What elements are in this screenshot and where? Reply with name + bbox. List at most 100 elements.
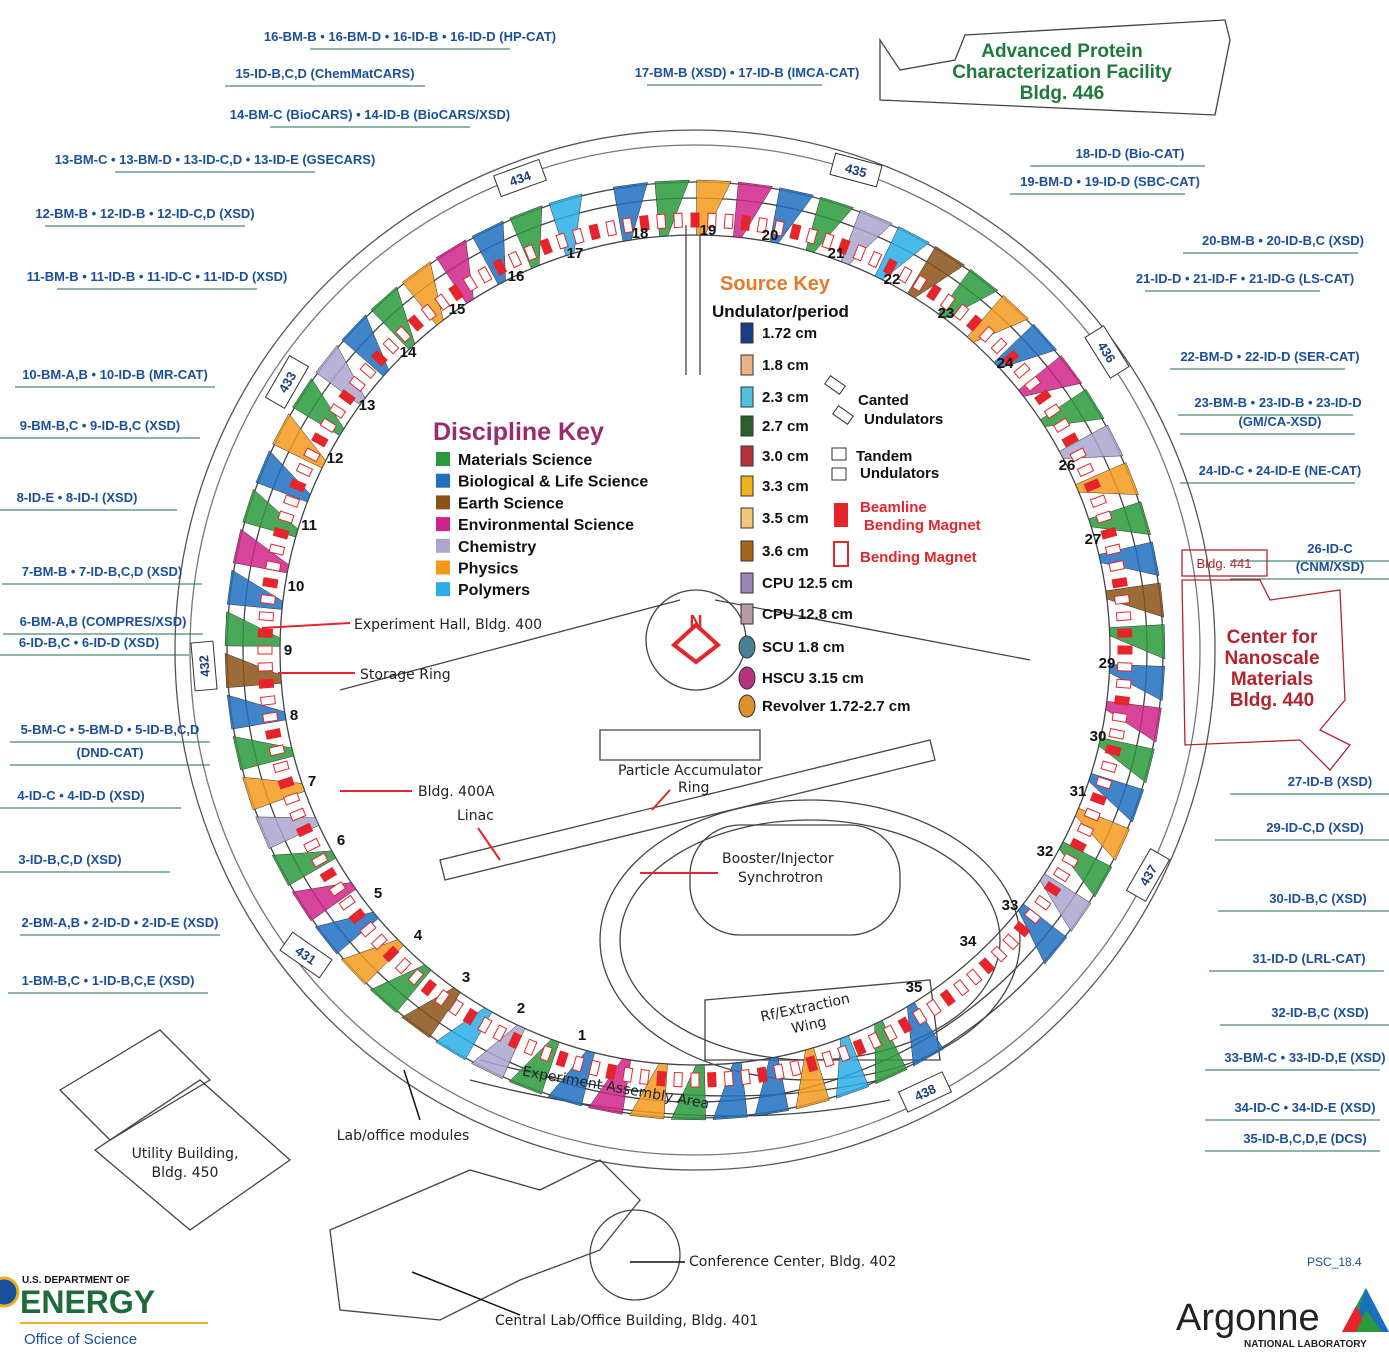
bldg-tag-435: 435 — [843, 160, 868, 180]
sector-number: 29 — [1099, 655, 1116, 672]
sector-number: 18 — [632, 225, 649, 242]
beamline-label-left: 9-BM-B,C • 9-ID-B,C (XSD) — [20, 418, 181, 433]
doe-logo: U.S. DEPARTMENT OF ENERGY Office of Scie… — [0, 1275, 208, 1348]
beamline-label-left: 7-BM-B • 7-ID-B,C,D (XSD) — [22, 564, 183, 579]
source-label: 1.72 cm — [762, 325, 817, 342]
bending-magnet — [1116, 662, 1133, 672]
bending-magnet — [852, 244, 867, 262]
bldg-tag-432: 432 — [196, 654, 213, 677]
sector-number: 13 — [359, 397, 376, 414]
source-swatch — [738, 666, 756, 690]
bending-magnet — [394, 325, 412, 343]
beamline-bending-magnet-icon — [834, 503, 848, 527]
bending-magnet — [319, 866, 338, 883]
bending-magnet — [1069, 837, 1087, 853]
bending-magnet — [756, 1066, 768, 1083]
bending-magnet — [1043, 880, 1062, 897]
source-label: 3.3 cm — [762, 478, 809, 495]
bending-magnet — [492, 258, 508, 276]
beamline-wedge — [1039, 388, 1105, 427]
source-swatch — [740, 445, 754, 467]
sector-number: 23 — [938, 305, 955, 322]
beamline-wedge — [588, 1058, 632, 1115]
bending-magnet — [723, 213, 734, 230]
bending-magnet — [262, 711, 279, 723]
discipline-swatch — [436, 495, 450, 510]
bending-magnet — [673, 212, 683, 229]
beamline-wedge — [1058, 841, 1113, 898]
bending-magnet — [257, 628, 274, 638]
bending-magnet — [852, 1038, 867, 1056]
bending-magnet — [740, 215, 751, 231]
bending-magnet — [257, 645, 273, 655]
bending-magnet — [1076, 462, 1095, 478]
beamline-label-left: 15-ID-B,C,D (ChemMatCARS) — [235, 66, 414, 81]
bending-magnet — [1083, 807, 1101, 822]
sector-number: 8 — [290, 707, 298, 724]
bending-magnet — [1108, 728, 1125, 740]
tandem-label: Tandem — [856, 448, 912, 465]
beamline-label-right: 20-BM-B • 20-ID-B,C (XSD) — [1202, 233, 1364, 248]
beamline-label-left: 16-BM-B • 16-BM-D • 16-ID-B • 16-ID-D (H… — [264, 29, 556, 44]
beamline-wedge — [232, 736, 295, 771]
bending-magnet — [656, 213, 667, 230]
beamline-wedge — [795, 1047, 830, 1110]
bending-magnet — [272, 760, 290, 774]
bending-magnet — [690, 212, 700, 228]
bending-magnet — [882, 258, 898, 276]
bending-magnet — [1076, 822, 1095, 838]
beamline-label-right: 35-ID-B,C,D,E (DCS) — [1243, 1131, 1367, 1146]
bending-magnet — [348, 375, 366, 392]
source-label: HSCU 3.15 cm — [762, 670, 864, 687]
bending-magnet — [448, 998, 465, 1017]
bending-magnet — [319, 417, 338, 434]
bending-magnet — [1095, 510, 1113, 524]
discipline-label: Biological & Life Science — [458, 474, 648, 491]
bending-magnet — [477, 266, 493, 284]
bending-magnet — [867, 250, 883, 269]
bending-magnet — [382, 945, 400, 963]
sector-number: 24 — [997, 355, 1014, 372]
cnm-label: Center for Nanoscale Materials Bldg. 440 — [1224, 627, 1319, 711]
bending-magnet — [1034, 894, 1052, 911]
conference-label: Conference Center, Bldg. 402 — [689, 1254, 896, 1270]
bending-magnet — [821, 232, 835, 250]
bending-magnet — [867, 1031, 883, 1050]
bending-magnet — [805, 227, 819, 245]
bending-magnet — [639, 1069, 650, 1085]
discipline-swatch — [436, 538, 450, 553]
sector-number: 31 — [1070, 783, 1087, 800]
discipline-label: Earth Science — [458, 495, 564, 512]
bending-magnet — [690, 1072, 700, 1088]
bending-magnet — [978, 957, 996, 975]
canted-label: Canted — [858, 392, 909, 409]
bending-magnet — [258, 611, 275, 622]
bending-magnet — [555, 1050, 569, 1068]
bending-magnet — [289, 478, 307, 493]
bending-magnet — [990, 945, 1008, 963]
bending-magnet — [622, 1066, 634, 1083]
bending-magnet — [539, 1044, 553, 1063]
bending-magnet — [303, 837, 321, 853]
bending-magnet — [420, 303, 437, 321]
sector-number: 9 — [284, 642, 292, 659]
sector-number: 7 — [308, 773, 316, 790]
bending-magnet — [295, 822, 314, 838]
bending-magnet — [328, 880, 347, 897]
bending-magnet — [1100, 760, 1118, 774]
discipline-swatch — [436, 473, 450, 488]
argonne-sub: NATIONAL LABORATORY — [1244, 1339, 1367, 1349]
bending-magnet — [370, 349, 388, 367]
source-label: CPU 12.8 cm — [762, 606, 853, 623]
bending-magnet — [939, 989, 956, 1007]
psc-code: PSC_18.4 — [1307, 1255, 1362, 1269]
sector-number: 10 — [288, 578, 305, 595]
bending-magnet — [925, 283, 942, 302]
beamline-wedge — [435, 1007, 493, 1061]
beamline-label-right: 18-ID-D (Bio-CAT) — [1076, 146, 1185, 161]
sector-number: 1 — [578, 1027, 586, 1044]
sector-number: 20 — [762, 227, 779, 244]
bending-magnet — [272, 526, 290, 540]
beamline-label-right: 33-BM-C • 33-ID-D,E (XSD) — [1224, 1050, 1385, 1065]
